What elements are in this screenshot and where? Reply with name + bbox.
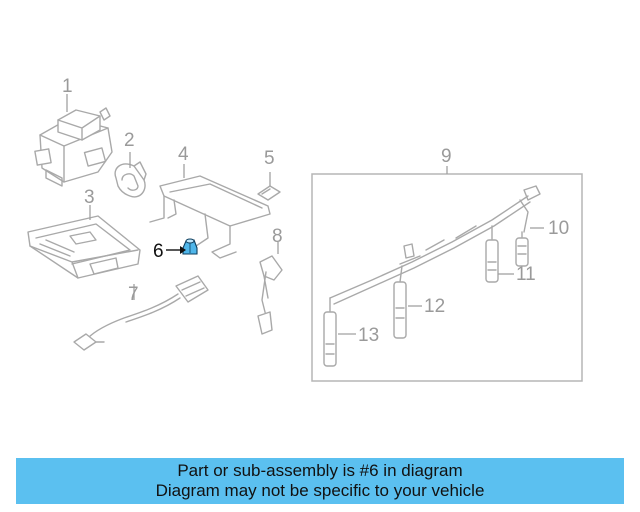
part-8-sensor <box>257 255 283 335</box>
label-part-3: 3 <box>84 187 95 208</box>
banner-line-1: Part or sub-assembly is #6 in diagram <box>177 461 463 480</box>
part-4-bracket <box>149 175 271 259</box>
label-part-4: 4 <box>178 144 189 165</box>
label-part-5: 5 <box>264 148 275 169</box>
label-part-11: 11 <box>516 264 536 285</box>
part-11-plug-wire <box>485 225 499 283</box>
part-9-wire-set-box <box>311 173 583 382</box>
label-part-1: 1 <box>62 76 73 97</box>
part-10-plug-wire <box>515 231 529 267</box>
part-12-plug-wire <box>393 243 415 339</box>
label-part-8: 8 <box>272 226 283 247</box>
part-13-plug-wire <box>323 297 337 367</box>
part-3-control-module <box>27 215 141 279</box>
part-7-sensor-harness <box>73 275 209 351</box>
label-part-13: 13 <box>358 325 379 346</box>
part-6-nut-highlighted <box>182 238 198 255</box>
label-part-7: 7 <box>128 284 139 305</box>
label-part-6: 6 <box>153 241 164 262</box>
label-part-12: 12 <box>424 296 445 317</box>
part-2-clamp <box>114 161 147 198</box>
banner-line-2: Diagram may not be specific to your vehi… <box>155 481 485 500</box>
label-part-9: 9 <box>441 146 452 167</box>
label-part-2: 2 <box>124 130 135 151</box>
part-1-ignition-coil <box>34 107 113 187</box>
part-9-wire-harness <box>329 185 541 305</box>
label-part-10: 10 <box>548 218 569 239</box>
part-5-tag <box>257 185 281 201</box>
info-banner: Part or sub-assembly is #6 in diagram Di… <box>16 458 624 504</box>
